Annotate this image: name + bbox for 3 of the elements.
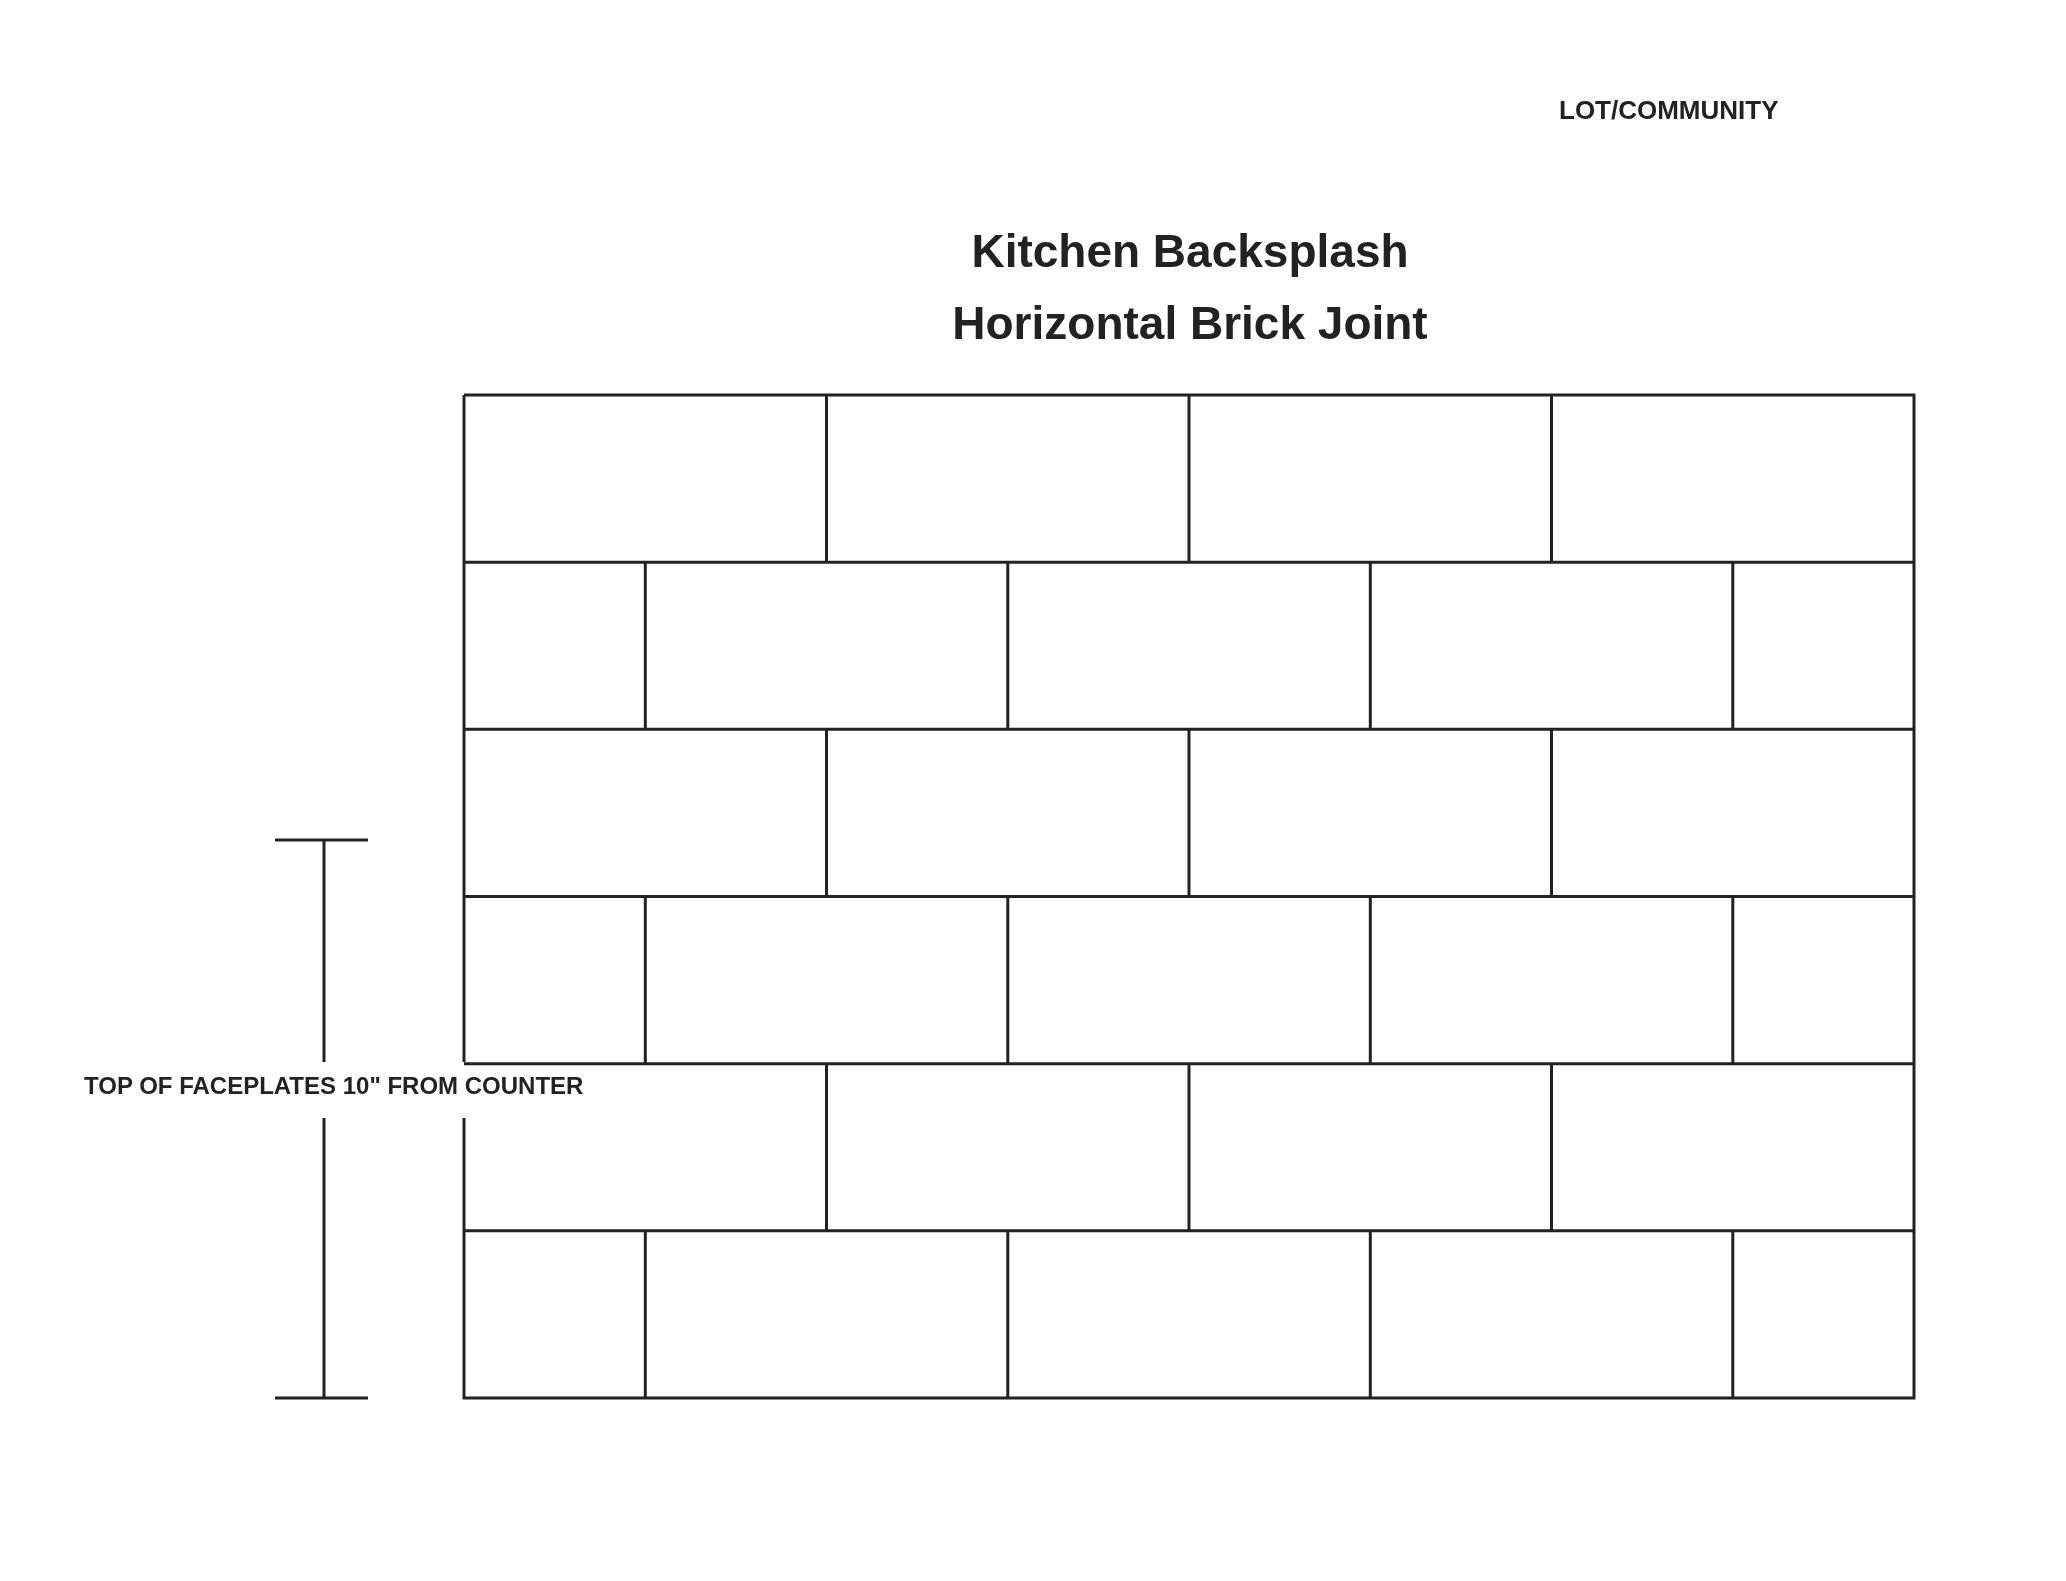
title: Kitchen Backsplash Horizontal Brick Joint	[951, 224, 1429, 351]
dimension-label: TOP OF FACEPLATES 10" FROM COUNTER	[84, 1072, 584, 1100]
header-label: LOT/COMMUNITY	[1559, 95, 1779, 126]
